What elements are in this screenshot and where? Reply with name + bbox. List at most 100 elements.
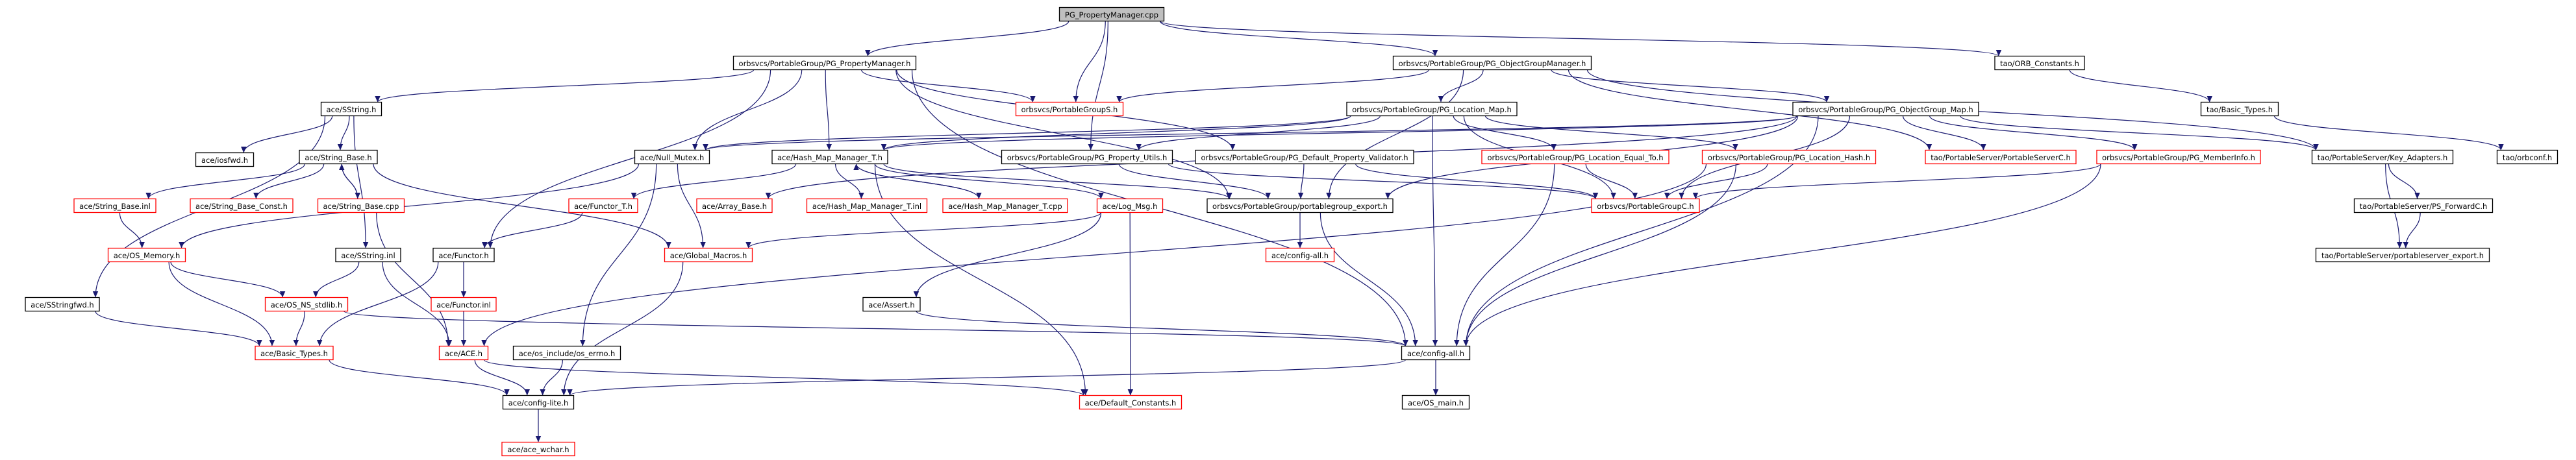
- node-pgogm-h[interactable]: orbsvcs/PortableGroup/PG_ObjectGroupMana…: [1392, 55, 1592, 71]
- node-basic-types-tao[interactable]: tao/Basic_Types.h: [2200, 101, 2279, 117]
- edge-pgpm-h-to-null-mutex: [692, 69, 803, 151]
- node-label: orbsvcs/PortableGroup/PG_Location_Map.h: [1352, 105, 1512, 114]
- edge-log-msg-to-assert-h: [913, 212, 1102, 298]
- node-sstring-inl[interactable]: ace/SString.inl: [335, 247, 401, 263]
- node-memberinfo[interactable]: orbsvcs/PortableGroup/PG_MemberInfo.h: [2096, 149, 2261, 165]
- node-label: ace/Functor_T.h: [574, 202, 632, 211]
- node-box: [942, 198, 1068, 213]
- node-box: [664, 247, 753, 263]
- edge-orbconst-to-basic-types-tao: [2069, 69, 2213, 103]
- node-os-memory[interactable]: ace/OS_Memory.h: [107, 247, 186, 263]
- node-hash-map-inl[interactable]: ace/Hash_Map_Manager_T.inl: [806, 198, 928, 213]
- node-label: orbsvcs/PortableGroup/PG_ObjectGroupMana…: [1399, 59, 1586, 68]
- node-pgs-h[interactable]: orbsvcs/PortableGroupS.h: [1015, 101, 1124, 117]
- node-box: [1701, 149, 1877, 165]
- edge-loc-hash-to-pgc-h: [1664, 163, 1768, 199]
- node-string-base-const[interactable]: ace/String_Base_Const.h: [190, 198, 294, 213]
- node-pg-export[interactable]: orbsvcs/PortableGroup/portablegroup_expo…: [1207, 198, 1394, 213]
- node-basic-types-ace[interactable]: ace/Basic_Types.h: [255, 345, 334, 361]
- node-label: ace/Functor.h: [438, 251, 488, 260]
- node-label: ace/String_Base_Const.h: [195, 202, 288, 211]
- node-ace-wchar[interactable]: ace/ace_wchar.h: [501, 441, 575, 457]
- node-loc-map[interactable]: orbsvcs/PortableGroup/PG_Location_Map.h: [1346, 101, 1518, 117]
- node-ps-export[interactable]: tao/PortableServer/portableserver_export…: [2315, 247, 2490, 263]
- node-box: [2200, 101, 2279, 117]
- node-box: [432, 247, 495, 263]
- node-os-errno[interactable]: ace/os_include/os_errno.h: [512, 345, 621, 361]
- node-box: [501, 441, 575, 457]
- node-ace-h[interactable]: ace/ACE.h: [438, 345, 489, 361]
- node-config-lite[interactable]: ace/config-lite.h: [502, 394, 575, 410]
- node-sstringfwd[interactable]: ace/SStringfwd.h: [25, 297, 100, 312]
- edge-null-mutex-to-global-macros: [677, 163, 706, 248]
- node-functor-inl[interactable]: ace/Functor.inl: [431, 297, 497, 312]
- node-pgc-h[interactable]: orbsvcs/PortableGroupC.h: [1591, 198, 1700, 213]
- edge-string-base-h-to-global-macros: [373, 163, 671, 248]
- edge-pgogm-h-to-loc-map: [1438, 69, 1484, 103]
- node-functor-t[interactable]: ace/Functor_T.h: [568, 198, 638, 213]
- node-key-adapters[interactable]: tao/PortableServer/Key_Adapters.h: [2311, 149, 2454, 165]
- node-log-msg[interactable]: ace/Log_Msg.h: [1096, 198, 1164, 213]
- node-pgpm-h[interactable]: orbsvcs/PortableGroup/PG_PropertyManager…: [732, 55, 917, 71]
- node-label: ace/ACE.h: [445, 349, 482, 358]
- edge-log-msg-to-default-consts: [1127, 212, 1134, 396]
- node-config-all[interactable]: ace/config-all.h: [1401, 345, 1471, 361]
- edge-def-prop-val-to-pgc-h: [1355, 163, 1599, 199]
- edge-objgrp-map-to-hash-map-h: [881, 115, 1797, 151]
- node-global-macros[interactable]: ace/Global_Macros.h: [664, 247, 753, 263]
- node-os-ns-stdlib[interactable]: ace/OS_NS_stdlib.h: [264, 297, 349, 312]
- edge-pgpm-h-to-functor-h: [487, 69, 771, 248]
- node-label: orbsvcs/PortableGroup/PG_Default_Propert…: [1201, 153, 1408, 162]
- node-label: ace/SString.h: [327, 105, 377, 114]
- edge-def-prop-val-to-pg-export: [1297, 163, 1305, 199]
- node-hash-map-cpp[interactable]: ace/Hash_Map_Manager_T.cpp: [942, 198, 1068, 213]
- node-iosfwd[interactable]: ace/iosfwd.h: [195, 152, 255, 167]
- node-label: ace/Basic_Types.h: [260, 349, 328, 358]
- node-box: [431, 297, 497, 312]
- node-loc-hash[interactable]: orbsvcs/PortableGroup/PG_Location_Hash.h: [1701, 149, 1877, 165]
- edge-root-to-prop-utils: [1088, 21, 1108, 151]
- node-null-mutex[interactable]: ace/Null_Mutex.h: [634, 149, 710, 165]
- node-box: [1079, 394, 1182, 410]
- node-label: ace/Assert.h: [868, 300, 914, 309]
- node-orbconst[interactable]: tao/ORB_Constants.h: [1994, 55, 2085, 71]
- node-prop-utils[interactable]: orbsvcs/PortableGroup/PG_Property_Utils.…: [1001, 149, 1173, 165]
- node-label: ace/Default_Constants.h: [1085, 398, 1177, 407]
- node-ps-fwd[interactable]: tao/PortableServer/PS_ForwardC.h: [2353, 198, 2494, 213]
- node-root[interactable]: PG_PropertyManager.cpp: [1058, 6, 1165, 22]
- node-array-base[interactable]: ace/Array_Base.h: [696, 198, 773, 213]
- edge-os-errno-to-config-lite: [540, 359, 563, 396]
- node-string-base-cpp[interactable]: ace/String_Base.cpp: [317, 198, 405, 213]
- node-os-main[interactable]: ace/OS_main.h: [1401, 394, 1470, 410]
- node-string-base-inl[interactable]: ace/String_Base.inl: [73, 198, 156, 213]
- node-sstring-h[interactable]: ace/SString.h: [320, 101, 382, 117]
- node-label: ace/ace_wchar.h: [507, 445, 569, 454]
- edge-global-macros-to-config-lite: [560, 261, 684, 396]
- node-string-base-h[interactable]: ace/String_Base.h: [299, 149, 378, 165]
- node-default-consts[interactable]: ace/Default_Constants.h: [1079, 394, 1182, 410]
- node-label: tao/Basic_Types.h: [2207, 105, 2273, 114]
- node-label: orbsvcs/PortableGroupC.h: [1597, 202, 1694, 211]
- node-ps-portableserverc[interactable]: tao/PortableServer/PortableServerC.h: [1925, 149, 2077, 165]
- node-def-prop-val[interactable]: orbsvcs/PortableGroup/PG_Default_Propert…: [1195, 149, 1414, 165]
- node-loc-eq[interactable]: orbsvcs/PortableGroup/PG_Location_Equal_…: [1481, 149, 1669, 165]
- node-objgrp-map[interactable]: orbsvcs/PortableGroup/PG_ObjectGroup_Map…: [1792, 101, 1979, 117]
- edge-sstring-inl-to-os-ns-stdlib: [312, 261, 360, 298]
- node-label: ace/OS_Memory.h: [114, 251, 181, 260]
- node-config-all-orb[interactable]: ace/config-all.h: [1265, 247, 1335, 263]
- node-box: [1994, 55, 2085, 71]
- node-label: ace/Hash_Map_Manager_T.h: [777, 153, 882, 162]
- node-orbconf[interactable]: tao/orbconf.h: [2496, 149, 2558, 165]
- node-box: [1096, 198, 1164, 213]
- edge-pgpm-h-to-hash-map-h: [825, 69, 832, 151]
- node-hash-map-h[interactable]: ace/Hash_Map_Manager_T.h: [771, 149, 888, 165]
- node-box: [320, 101, 382, 117]
- node-box: [317, 198, 405, 213]
- node-assert-h[interactable]: ace/Assert.h: [862, 297, 921, 312]
- dependency-edges: [92, 20, 2504, 442]
- node-label: ace/Hash_Map_Manager_T.inl: [812, 202, 921, 211]
- node-box: [512, 345, 621, 361]
- edge-loc-map-to-config-all: [1432, 115, 1438, 346]
- node-box: [1058, 6, 1165, 22]
- node-functor-h[interactable]: ace/Functor.h: [432, 247, 495, 263]
